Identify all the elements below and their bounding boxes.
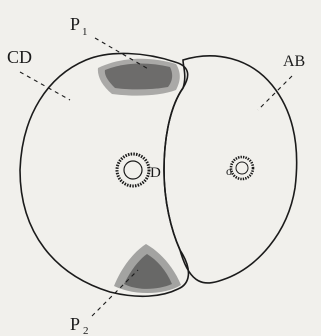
nucleus-d xyxy=(117,154,149,186)
label-cd: CD xyxy=(7,47,32,67)
cd-leader-line xyxy=(20,72,70,100)
label-ab: AB xyxy=(283,53,305,70)
label-p1-subscript: 1 xyxy=(82,26,88,38)
nucleus-ab xyxy=(231,157,253,179)
ab-leader-line xyxy=(258,76,292,110)
label-o: o xyxy=(226,164,232,178)
p2-stippled-region xyxy=(114,244,181,293)
p1-stippled-region xyxy=(98,59,180,96)
label-p2: P xyxy=(70,314,80,334)
label-p1: P xyxy=(70,14,80,34)
label-d: D xyxy=(150,165,161,181)
label-p2-subscript: 2 xyxy=(83,325,89,336)
